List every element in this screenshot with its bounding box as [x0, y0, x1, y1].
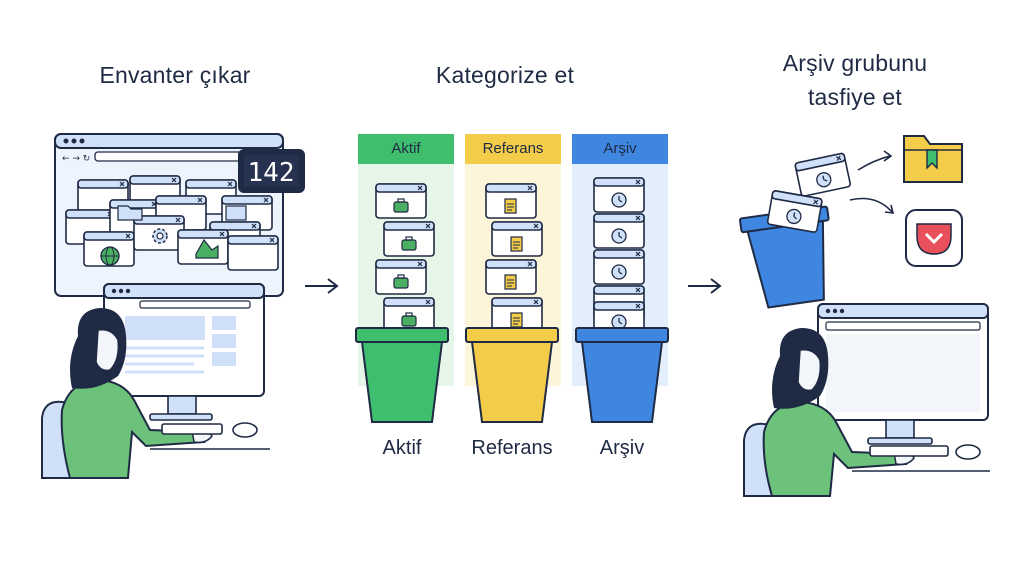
bin-label-aktif: Aktif — [382, 437, 422, 459]
column-header-arsiv: Arşiv — [603, 140, 637, 157]
arrow-right-icon — [305, 278, 339, 294]
flying-archive-tabs — [766, 152, 852, 234]
inventory-browser: ← → ↻ — [54, 133, 284, 297]
svg-text:← → ↻: ← → ↻ — [62, 154, 90, 164]
tab-counter-value: 142 — [248, 158, 295, 188]
arsiv-tab-stack — [593, 177, 645, 337]
column-header-aktif: Aktif — [391, 140, 421, 157]
chart-icon — [195, 238, 219, 259]
globe-icon — [100, 246, 120, 266]
arrow-right-icon-2 — [688, 278, 722, 294]
folder-icon-small — [117, 205, 143, 221]
gear-icon — [152, 228, 168, 244]
step3-monitor — [817, 303, 989, 445]
step1-title: Envanter çıkar — [99, 62, 251, 88]
bookmark-folder-icon — [903, 135, 963, 183]
bin-referans — [465, 327, 559, 423]
column-header-referans: Referans — [482, 140, 544, 157]
bin-aktif — [355, 327, 449, 423]
step1-monitor — [103, 283, 265, 421]
document-icon — [504, 198, 517, 214]
step2-title: Kategorize et — [435, 62, 575, 88]
step1-person — [41, 308, 270, 479]
bin-label-referans: Referans — [471, 437, 553, 459]
step3-title-line1: Arşiv grubunu — [782, 50, 928, 76]
bin-arsiv — [575, 327, 669, 423]
clock-icon — [611, 192, 627, 208]
step3-person — [743, 328, 990, 497]
curved-arrow-to-pocket — [849, 197, 893, 213]
pocket-app-icon — [905, 209, 963, 267]
step3-title-line2: tasfiye et — [807, 84, 903, 110]
bin-label-arsiv: Arşiv — [599, 437, 645, 459]
tab-counter: 142 — [238, 149, 305, 193]
curved-arrow-to-folder — [857, 155, 891, 171]
